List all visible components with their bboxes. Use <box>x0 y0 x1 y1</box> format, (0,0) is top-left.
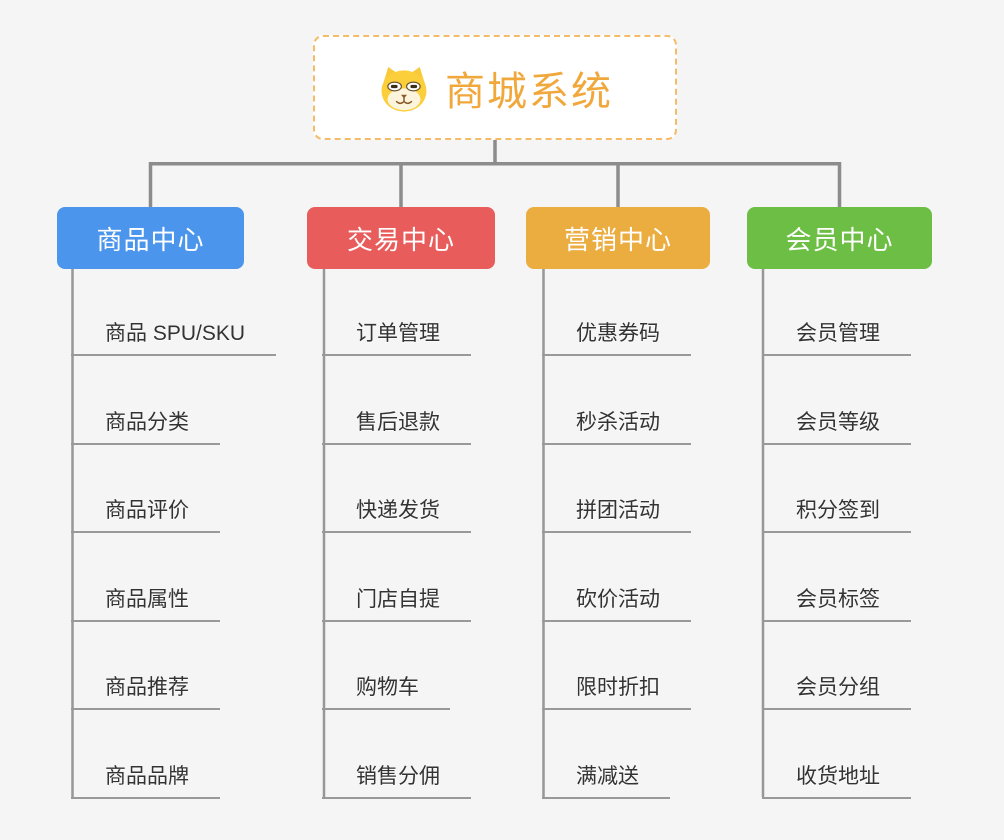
leaf-node[interactable]: 商品属性 <box>71 578 220 622</box>
root-node-mall-system[interactable]: 商城系统 <box>313 35 677 140</box>
leaf-node[interactable]: 会员等级 <box>762 401 911 445</box>
leaf-node[interactable]: 会员标签 <box>762 578 911 622</box>
leaf-node[interactable]: 门店自提 <box>322 578 471 622</box>
leaf-node[interactable]: 商品品牌 <box>71 755 220 799</box>
leaf-node[interactable]: 收货地址 <box>762 755 911 799</box>
branch-product-center[interactable]: 商品中心 <box>57 207 244 269</box>
leaf-node[interactable]: 积分签到 <box>762 489 911 533</box>
branch-label: 交易中心 <box>346 224 455 255</box>
leaf-node[interactable]: 商品分类 <box>71 401 220 445</box>
leaf-node[interactable]: 商品 SPU/SKU <box>71 312 277 356</box>
leaf-node[interactable]: 快递发货 <box>322 489 471 533</box>
leaf-node[interactable]: 拼团活动 <box>542 489 691 533</box>
branch-label: 会员中心 <box>785 224 894 255</box>
leaf-node[interactable]: 限时折扣 <box>542 666 691 710</box>
root-title: 商城系统 <box>445 69 613 114</box>
leaf-node[interactable]: 商品评价 <box>71 489 220 533</box>
leaf-node[interactable]: 砍价活动 <box>542 578 691 622</box>
leaf-node[interactable]: 订单管理 <box>322 312 471 356</box>
leaf-node[interactable]: 优惠券码 <box>542 312 691 356</box>
branch-trade-center[interactable]: 交易中心 <box>307 207 495 269</box>
shiba-dog-icon <box>381 66 427 112</box>
leaf-node[interactable]: 会员管理 <box>762 312 911 356</box>
leaf-node[interactable]: 会员分组 <box>762 666 911 710</box>
branch-member-center[interactable]: 会员中心 <box>747 207 932 269</box>
leaf-node[interactable]: 售后退款 <box>322 401 471 445</box>
branch-marketing-center[interactable]: 营销中心 <box>526 207 710 269</box>
leaf-node[interactable]: 满减送 <box>542 755 670 799</box>
branch-label: 商品中心 <box>96 224 205 255</box>
leaf-node[interactable]: 商品推荐 <box>71 666 220 710</box>
leaf-node[interactable]: 购物车 <box>322 666 450 710</box>
branch-label: 营销中心 <box>563 224 672 255</box>
leaf-node[interactable]: 销售分佣 <box>322 755 471 799</box>
leaf-node[interactable]: 秒杀活动 <box>542 401 691 445</box>
